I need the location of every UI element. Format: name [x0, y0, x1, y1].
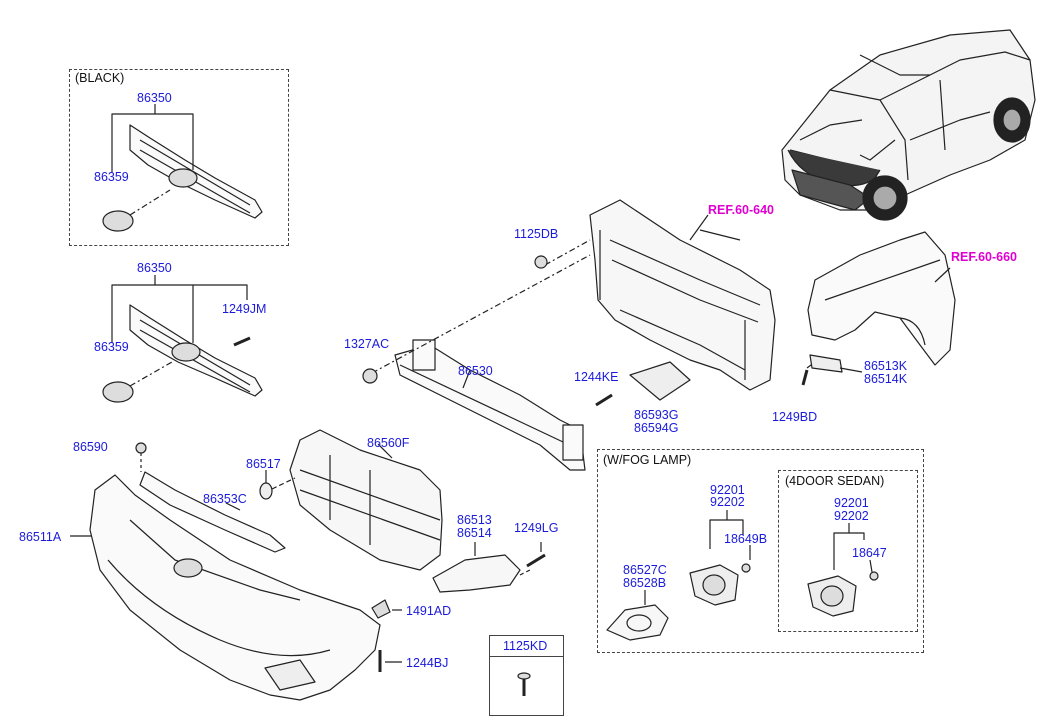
part-label-beam[interactable]: 86530	[458, 364, 493, 378]
part-label-grille-screw[interactable]: 1249JM	[222, 302, 267, 316]
part-label-grille-black[interactable]: 86350	[137, 91, 172, 105]
part-label-fog-lamp-b[interactable]: 92202	[710, 495, 745, 509]
radiator-support-drawing	[589, 199, 776, 391]
part-label-nut-1327ac[interactable]: 1327AC	[344, 337, 390, 351]
part-label-screw-1249lg[interactable]: 1249LG	[514, 521, 559, 535]
part-label-fog-lamp-a[interactable]: 92201	[710, 483, 745, 497]
grille-drawing	[102, 304, 263, 403]
group-label-fog-lamp: (W/FOG LAMP)	[603, 453, 692, 467]
part-label-fog-trim-b[interactable]: 86528B	[623, 576, 667, 590]
bumper-drawing	[89, 474, 381, 701]
lower-grille-drawing	[289, 429, 443, 571]
ref-fender[interactable]: REF.60-660	[951, 250, 1018, 264]
part-label-lower-grille[interactable]: 86560F	[367, 436, 410, 450]
part-label-emblem[interactable]: 86359	[94, 340, 129, 354]
part-label-screw-1244bj[interactable]: 1244BJ	[406, 656, 449, 670]
part-label-emblem-black[interactable]: 86359	[94, 170, 129, 184]
grille-black-drawing	[102, 124, 263, 232]
part-label-fog-trim-a[interactable]: 86527C	[623, 563, 667, 577]
part-label-fog-cover-a[interactable]: 86513	[457, 513, 492, 527]
fog-lamp-box	[597, 449, 924, 653]
part-label-bracket-b[interactable]: 86594G	[634, 421, 679, 435]
fender-drawing	[807, 231, 956, 366]
part-label-clip-1491ad[interactable]: 1491AD	[406, 604, 452, 618]
beam-drawing	[394, 339, 586, 471]
part-label-fog-cover-b[interactable]: 86514	[457, 526, 492, 540]
part-label-bulb-18649b[interactable]: 18649B	[724, 532, 768, 546]
part-label-bumper[interactable]: 86511A	[19, 530, 62, 544]
sedan-box	[778, 470, 918, 632]
part-label-fender-bracket-b[interactable]: 86514K	[864, 372, 908, 386]
part-label-molding[interactable]: 86353C	[203, 492, 247, 506]
part-label-grille[interactable]: 86350	[137, 261, 172, 275]
group-label-sedan: (4DOOR SEDAN)	[785, 474, 885, 488]
part-label-bulb-18647[interactable]: 18647	[852, 546, 887, 560]
part-label-screw-1244ke[interactable]: 1244KE	[574, 370, 619, 384]
part-label-fender-bracket-a[interactable]: 86513K	[864, 359, 908, 373]
vehicle-illustration	[781, 29, 1036, 221]
part-label-bolt-1125db[interactable]: 1125DB	[514, 227, 559, 241]
part-label-sedan-lamp-b[interactable]: 92202	[834, 509, 869, 523]
bolt-1125kd-divider	[490, 656, 563, 657]
part-label-bracket-a[interactable]: 86593G	[634, 408, 679, 422]
bolt-1125kd-box	[489, 635, 564, 716]
part-label-clip-86590[interactable]: 86590	[73, 440, 108, 454]
ref-radiator-support[interactable]: REF.60-640	[708, 203, 775, 217]
part-label-screw-1249bd[interactable]: 1249BD	[772, 410, 818, 424]
part-label-cap-86517[interactable]: 86517	[246, 457, 281, 471]
black-grille-box	[69, 69, 289, 246]
group-label-black: (BLACK)	[75, 71, 125, 85]
part-label-sedan-lamp-a[interactable]: 92201	[834, 496, 869, 510]
part-label-bolt-box[interactable]: 1125KD	[503, 639, 548, 653]
